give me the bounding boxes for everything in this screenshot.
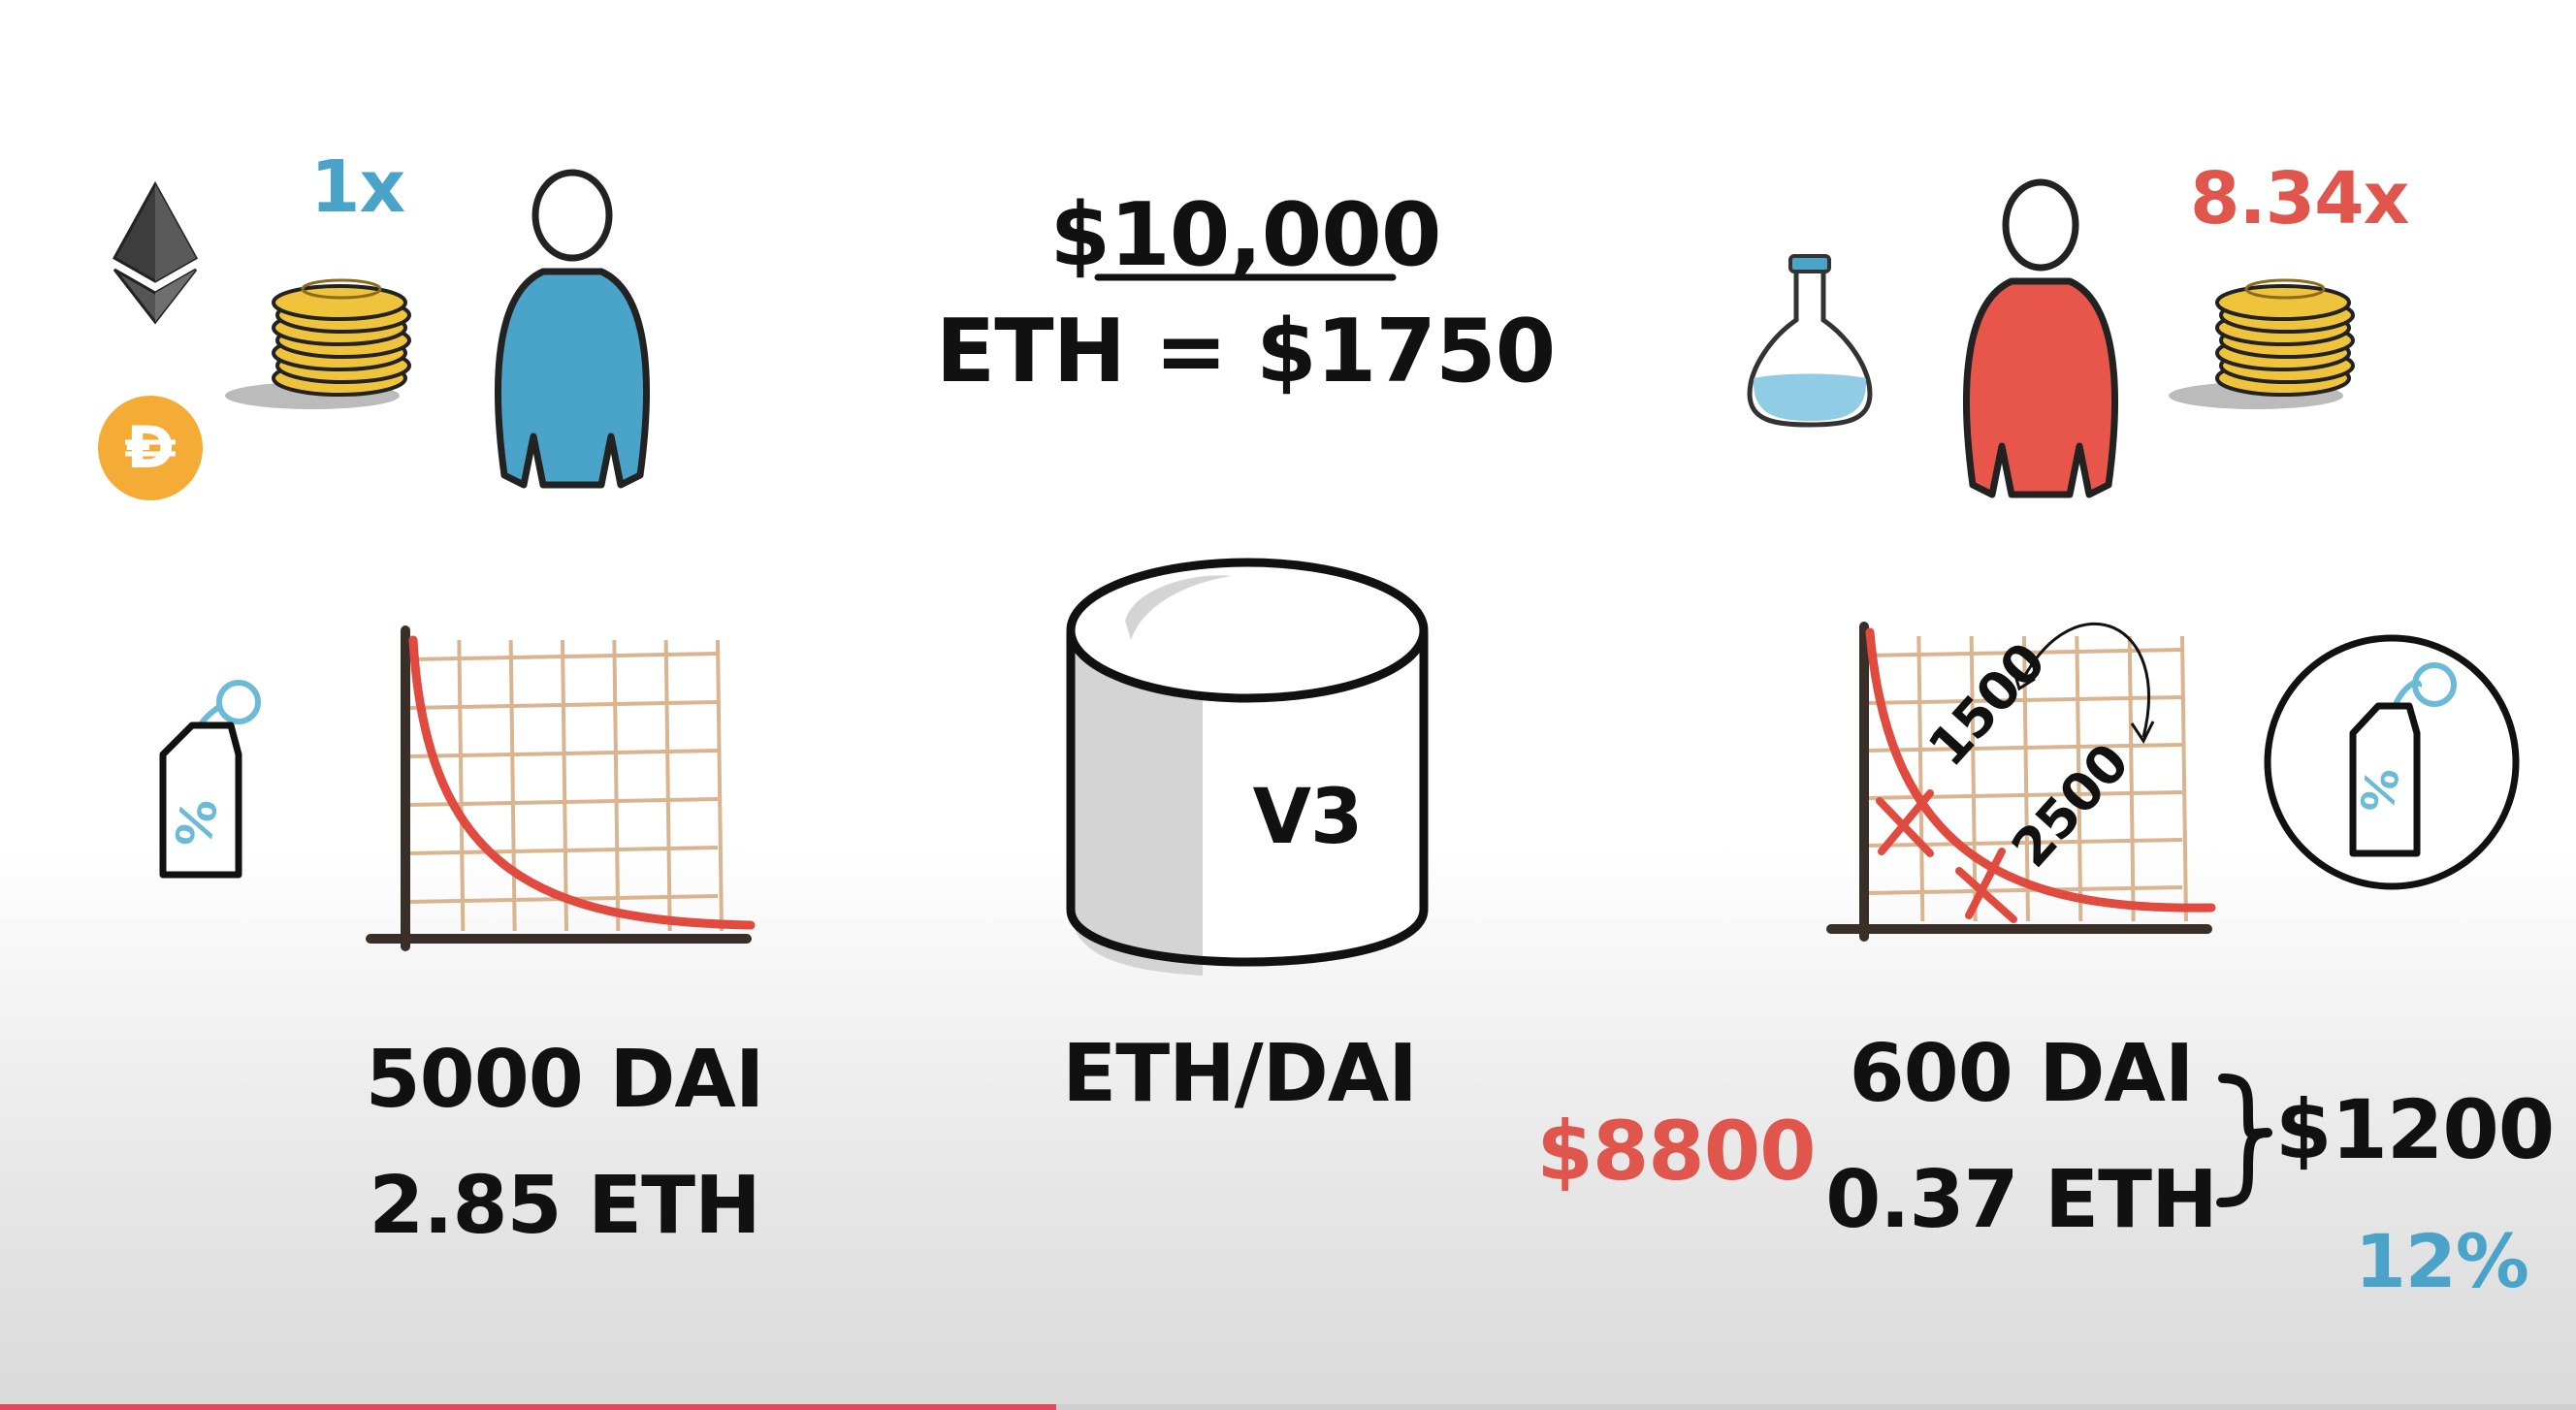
coin-stack-icon bbox=[225, 278, 411, 409]
svg-text:%: % bbox=[2350, 764, 2409, 817]
price-tag-icon: % bbox=[159, 680, 261, 879]
eth-price: ETH = $1750 bbox=[935, 301, 1556, 402]
leverage-label: 8.34x bbox=[2190, 157, 2409, 240]
pool-version: V3 bbox=[1252, 774, 1364, 861]
concentrated-range-chart bbox=[1826, 622, 2216, 942]
person-icon bbox=[495, 169, 650, 489]
pool-pair: ETH/DAI bbox=[1062, 1028, 1418, 1120]
price-tag-icon: % bbox=[2264, 634, 2520, 890]
right-dai-amount: 600 DAI bbox=[1849, 1028, 2195, 1120]
leverage-label: 1x bbox=[310, 145, 405, 229]
video-progress-fill bbox=[0, 1404, 1056, 1410]
deployed-percent: 12% bbox=[2355, 1218, 2529, 1304]
svg-text:Đ: Đ bbox=[126, 414, 175, 482]
remaining-capital: $8800 bbox=[1536, 1104, 1816, 1199]
video-progress-bar[interactable] bbox=[0, 1404, 2576, 1410]
price-curve-chart bbox=[366, 625, 756, 951]
dai-coin-icon: Đ bbox=[98, 396, 203, 500]
coin-stack-icon bbox=[2169, 278, 2355, 409]
ethereum-icon bbox=[112, 180, 199, 325]
left-eth-amount: 2.85 ETH bbox=[369, 1160, 760, 1252]
investment-amount: $10,000 bbox=[1049, 184, 1442, 286]
deployed-capital: $1200 bbox=[2275, 1082, 2555, 1177]
person-icon bbox=[1963, 178, 2118, 498]
right-eth-amount: 0.37 ETH bbox=[1825, 1154, 2217, 1246]
liquidity-flask-icon bbox=[1747, 254, 1873, 428]
svg-text:%: % bbox=[165, 794, 229, 851]
curly-brace bbox=[2216, 1074, 2272, 1207]
left-dai-amount: 5000 DAI bbox=[365, 1034, 765, 1126]
database-cylinder-icon bbox=[1066, 558, 1429, 976]
